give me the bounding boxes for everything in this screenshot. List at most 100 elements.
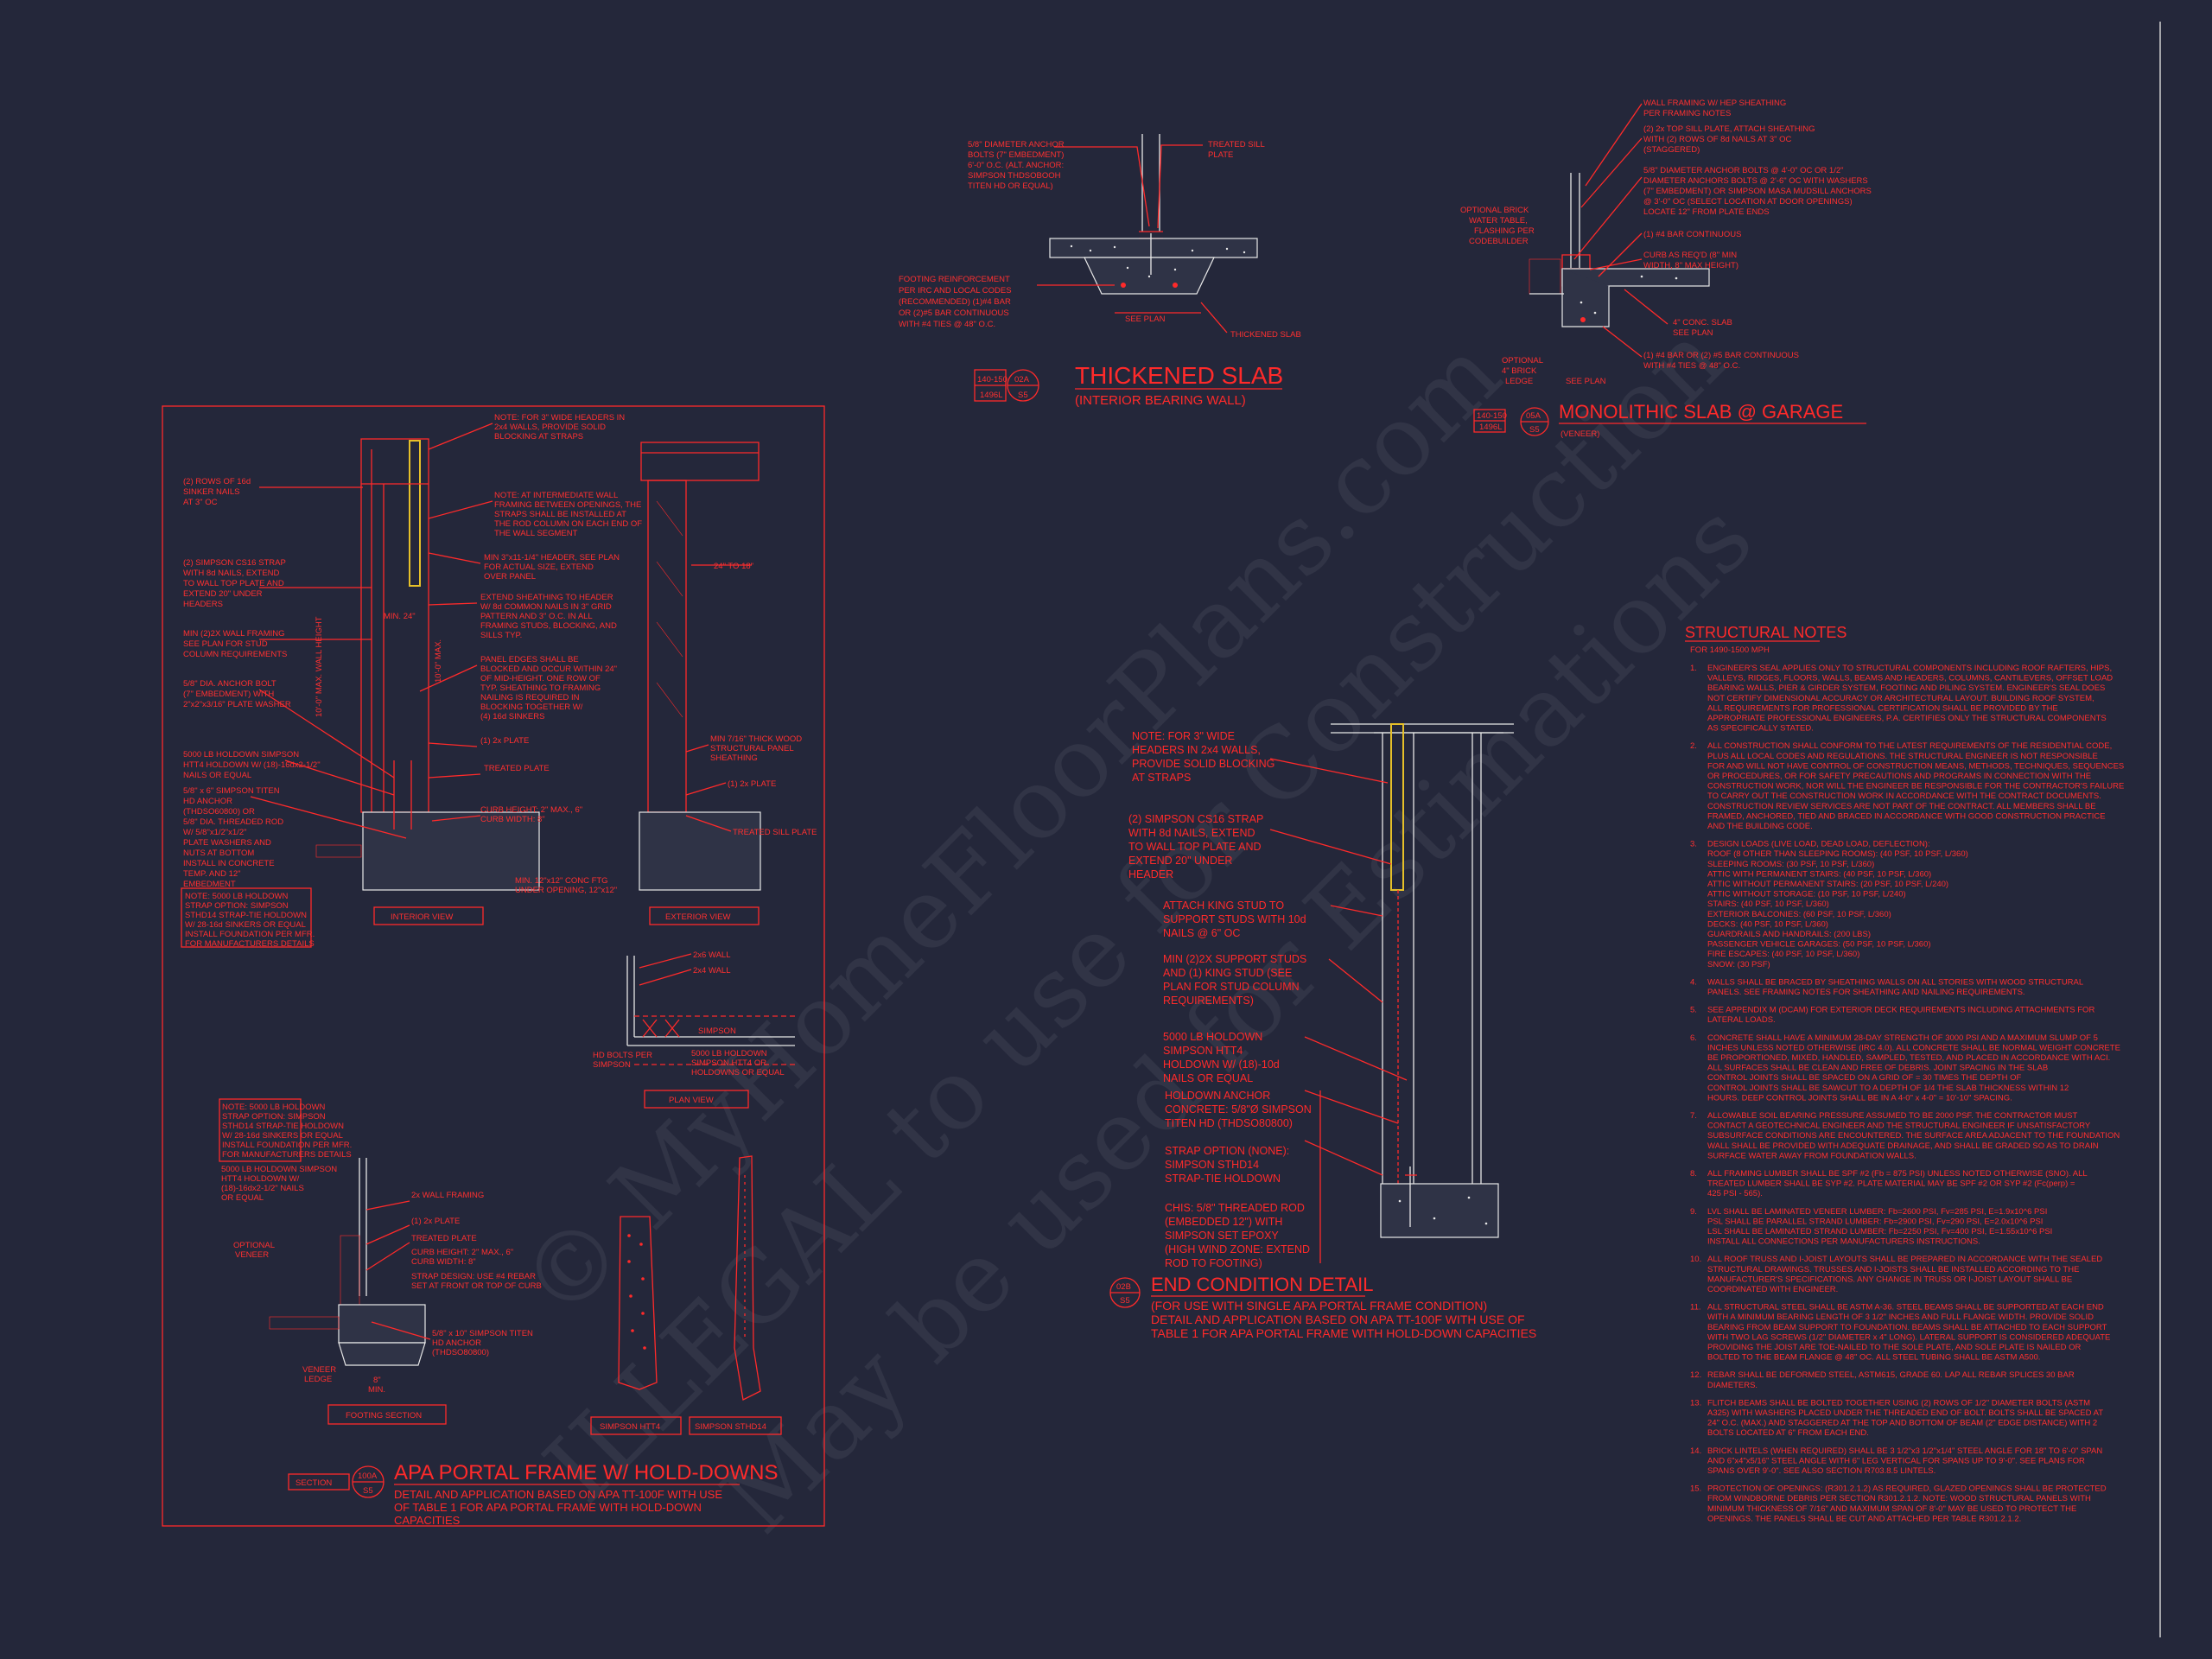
thick-anchor-note-2: BOLTS (7" EMBEDMENT): [968, 150, 1064, 160]
thick-tag-top: 140-150: [977, 375, 1007, 385]
structural-note-number: 4.: [1690, 977, 1697, 987]
thick-tag-sheet: S5: [1018, 391, 1028, 400]
thick-title: THICKENED SLAB: [1075, 362, 1283, 389]
structural-note-line: EXTERIOR BALCONIES: (60 PSF, 10 PSF, L/3…: [1707, 910, 1891, 919]
structural-note-line: DECKS: (40 PSF, 10 PSF, L/360): [1707, 919, 1828, 929]
apa-left-notes: (2) ROWS OF 16d SINKER NAILS AT 3" OC (2…: [183, 477, 322, 889]
structural-note-line: AS SPECIFICALLY STATED.: [1707, 724, 1814, 734]
thick-anchor-note-3: 6'-0" O.C. (ALT. ANCHOR:: [968, 161, 1064, 170]
structural-note-number: 12.: [1690, 1370, 1701, 1380]
apa-dim-height: 10'-0" MAX. WALL HEIGHT: [315, 616, 324, 717]
structural-note-line: ATTIC WITHOUT PERMANENT STAIRS: (20 PSF,…: [1707, 880, 1948, 889]
apa-plan-notes: 2x6 WALL 2x4 WALL SIMPSON 5000 LB HOLDOW…: [593, 950, 786, 1077]
structural-note-line: A325) WITH WASHERS PLACED UNDER THE THRE…: [1707, 1408, 2103, 1418]
structural-note-line: STAIRS: (40 PSF, 10 PSF, L/360): [1707, 899, 1829, 909]
apa-tag-num: 100A: [358, 1471, 378, 1481]
exterior-view-label: EXTERIOR VIEW: [665, 912, 731, 922]
thick-anchor-note-4: SIMPSON THDSOBOOH: [968, 171, 1061, 181]
structural-note-line: REBAR SHALL BE DEFORMED STEEL, ASTM615, …: [1707, 1370, 2075, 1380]
structural-note-line: OPENINGS. THE PANELS SHALL BE CUT AND AT…: [1707, 1514, 2021, 1523]
svg-text:TREATED SILL PLATE: TREATED SILL PLATE: [1208, 140, 1267, 160]
structural-notes: STRUCTURAL NOTES FOR 1490-1500 MPH 1.ENG…: [1685, 624, 2124, 1523]
mono-tag-num: 05A: [1526, 411, 1541, 421]
structural-note-line: ALL STRUCTURAL STEEL SHALL BE ASTM A-36.…: [1707, 1303, 2104, 1313]
thick-see-plan: SEE PLAN: [1125, 315, 1166, 324]
end-condition-notes: NOTE: FOR 3" WIDE HEADERS IN 2x4 WALLS, …: [1128, 730, 1314, 1269]
structural-note-line: BEARING FROM BEAM SUPPORT TO FOUNDATION.…: [1707, 1323, 2107, 1332]
structural-note-number: 13.: [1690, 1398, 1701, 1408]
end-subtitle: (FOR USE WITH SINGLE APA PORTAL FRAME CO…: [1151, 1299, 1536, 1340]
thick-anchor-note-1: 5/8" DIAMETER ANCHOR: [968, 140, 1065, 149]
thick-footing-note-4: OR (2)#5 BAR CONTINUOUS: [899, 308, 1009, 318]
structural-note-line: CONCRETE SHALL HAVE A MINIMUM 28-DAY STR…: [1707, 1033, 2098, 1043]
structural-note-line: INCHES UNLESS NOTED OTHERWISE (IRC 4.0).…: [1707, 1043, 2120, 1052]
mono-see-plan: SEE PLAN: [1566, 377, 1606, 386]
structural-note-number: 15.: [1690, 1484, 1701, 1494]
structural-note-line: ALL FRAMING LUMBER SHALL BE SPF #2 (Fb =…: [1707, 1169, 2088, 1179]
thick-footing-note-5: WITH #4 TIES @ 48" O.C.: [899, 320, 995, 329]
structural-note-line: SNOW: (30 PSF): [1707, 960, 1770, 969]
mono-tag-bottom: 1496L: [1479, 423, 1502, 432]
structural-note-line: CONTROL JOINTS SHALL BE SAWCUT TO A DEPT…: [1707, 1084, 2069, 1093]
apa-dim-mid: MIN. 24": [384, 612, 416, 621]
end-tag-num: 02B: [1116, 1282, 1131, 1292]
mono-notes: WALL FRAMING W/ HEP SHEATHING PER FRAMIN…: [1643, 99, 1873, 371]
structural-note-line: MANUFACTURER'S SPECIFICATIONS. ANY CHANG…: [1707, 1274, 2072, 1284]
structural-note-line: STRUCTURAL DRAWINGS. TRUSSES AND I-JOIST…: [1707, 1265, 2079, 1274]
structural-note-line: FLITCH BEAMS SHALL BE BOLTED TOGETHER US…: [1707, 1398, 2090, 1408]
structural-note-line: FROM WINDBORNE DEBRIS PER SECTION R301.2…: [1707, 1494, 2091, 1503]
thickened-slab-detail: 5/8" DIAMETER ANCHOR BOLTS (7" EMBEDMENT…: [899, 134, 1301, 408]
apa-title: APA PORTAL FRAME W/ HOLD-DOWNS: [394, 1461, 779, 1484]
thick-anchor-note-5: TITEN HD OR EQUAL): [968, 181, 1053, 191]
structural-note-line: COORDINATED WITH ENGINEER.: [1707, 1285, 1838, 1294]
thick-footing-note-1: FOOTING REINFORCEMENT: [899, 275, 1010, 284]
structural-note-line: CONSTRUCTION WORK, NOR WILL THE ENGINEER…: [1707, 782, 2124, 791]
structural-note-number: 11.: [1690, 1303, 1701, 1313]
thick-subtitle: (INTERIOR BEARING WALL): [1075, 393, 1246, 408]
mono-subtitle: (VENEER): [1560, 429, 1599, 439]
structural-notes-list: 1. ENGINEER'S SEAL APPLIES ONLY TO STRUCT…: [1690, 664, 2124, 1523]
structural-note-line: OR PROCEDURES, OR FOR SAFETY PRECAUTIONS…: [1707, 772, 2091, 781]
structural-note-number: 2.: [1690, 741, 1697, 751]
end-title: END CONDITION DETAIL: [1151, 1274, 1374, 1295]
structural-note-line: 425 PSI - 565).: [1707, 1189, 1763, 1198]
thick-sill-note-2: PLATE: [1208, 150, 1233, 160]
structural-notes-title: STRUCTURAL NOTES: [1685, 624, 1847, 641]
structural-note-number: 14.: [1690, 1446, 1701, 1456]
structural-note-line: LATERAL LOADS.: [1707, 1015, 1776, 1025]
structural-note-line: WITH A MINIMUM BEARING LENGTH OF 3 1/2" …: [1707, 1313, 2094, 1322]
simpson-sth14-label: SIMPSON STHD14: [695, 1422, 766, 1432]
mono-left-notes: OPTIONAL BRICK WATER TABLE, FLASHING PER…: [1460, 206, 1536, 246]
structural-note-line: ALLOWABLE SOIL BEARING PRESSURE ASSUMED …: [1707, 1111, 2078, 1121]
svg-text:FOOTING REINFORCEMENT PE: FOOTING REINFORCEMENT PER IRC AND LOCAL …: [899, 275, 1014, 329]
mono-tag-sheet: S5: [1529, 425, 1540, 435]
thick-tag-bottom: 1496L: [980, 391, 1002, 400]
apa-tag-sheet: S5: [363, 1486, 373, 1496]
structural-note-line: ENGINEER'S SEAL APPLIES ONLY TO STRUCTUR…: [1707, 664, 2112, 673]
structural-note-line: BOLTS LOCATED AT 6" FROM EACH END.: [1707, 1428, 1869, 1438]
structural-note-line: BRICK LINTELS (WHEN REQUIRED) SHALL BE 3…: [1707, 1446, 2102, 1456]
structural-note-line: CONTACT A GEOTECHNICAL ENGINEER AND THE …: [1707, 1122, 2091, 1131]
structural-note-number: 7.: [1690, 1111, 1697, 1121]
structural-note-line: ALL SURFACES SHALL BE CLEAN AND FREE OF …: [1707, 1064, 2048, 1073]
structural-note-line: MINIMUM THICKNESS OF 7/16" AND MAXIMUM S…: [1707, 1504, 2076, 1514]
apa-mid-notes: NOTE: FOR 3" WIDE HEADERS IN 2x4 WALLS, …: [480, 413, 645, 895]
structural-note-number: 10.: [1690, 1255, 1701, 1264]
plan-view-label: PLAN VIEW: [669, 1096, 714, 1105]
end-tag-sheet: S5: [1120, 1296, 1130, 1306]
apa-footing-dim: 8" MIN.: [368, 1376, 385, 1395]
structural-note-line: APPROPRIATE PROFESSIONAL ENGINEERS, P.A.…: [1707, 714, 2107, 723]
structural-note-line: PROTECTION OF OPENINGS: (R301.2.1.2) AS …: [1707, 1484, 2107, 1494]
footing-section-label: FOOTING SECTION: [346, 1411, 422, 1421]
apa-footing-notes: NOTE: 5000 LB HOLDOWN STRAP OPTION: SIMP…: [222, 1103, 354, 1160]
interior-view-label: INTERIOR VIEW: [391, 912, 453, 922]
structural-note-number: 1.: [1690, 664, 1697, 673]
structural-note-number: 6.: [1690, 1033, 1697, 1043]
structural-note-line: PROVIDING THE JOIST ARE TOE-NAILED TO TH…: [1707, 1343, 2082, 1352]
structural-note-line: TREATED LUMBER SHALL BE SYP #2. PLATE MA…: [1707, 1179, 2075, 1189]
structural-note-line: ALL CONSTRUCTION SHALL CONFORM TO THE LA…: [1707, 741, 2112, 751]
structural-note-line: AND THE BUILDING CODE.: [1707, 822, 1813, 831]
structural-note-line: BEARING WALLS, PIER & GIRDER SYSTEM, FOO…: [1707, 683, 2105, 693]
structural-note-line: CONTROL JOINTS SHALL BE SPACED ON A GRID…: [1707, 1073, 2021, 1083]
structural-note-line: ATTIC WITH PERMANENT STAIRS: (40 PSF, 10…: [1707, 869, 1931, 879]
